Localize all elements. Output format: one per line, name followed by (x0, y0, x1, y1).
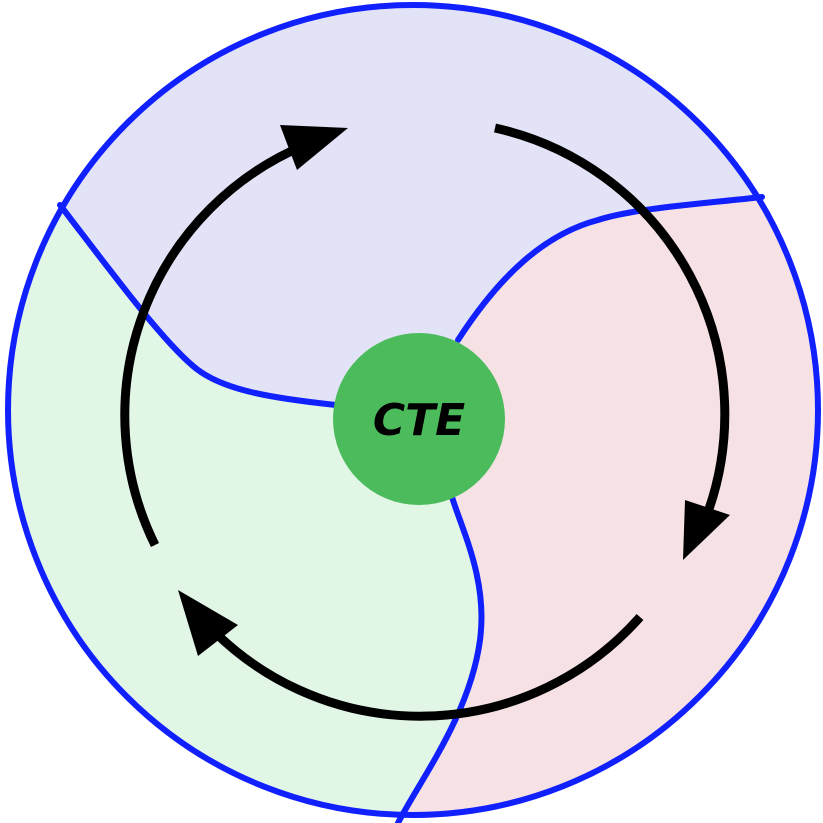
arrowhead-top-left (280, 125, 348, 170)
arrowhead-bottom (178, 590, 238, 656)
boundary-top-right (455, 194, 765, 343)
outer-circle (5, 2, 821, 818)
cycle-arrows (120, 123, 730, 721)
arrow-right (494, 123, 730, 522)
boundary-top-left (57, 202, 339, 408)
boundary-bottom (395, 494, 485, 823)
arrowhead-right (683, 500, 730, 560)
arrow-top-left (120, 140, 307, 547)
arrow-bottom (201, 614, 644, 721)
center-label: CTE (373, 395, 465, 446)
center-node (333, 333, 505, 505)
segment-top (8, 5, 818, 420)
